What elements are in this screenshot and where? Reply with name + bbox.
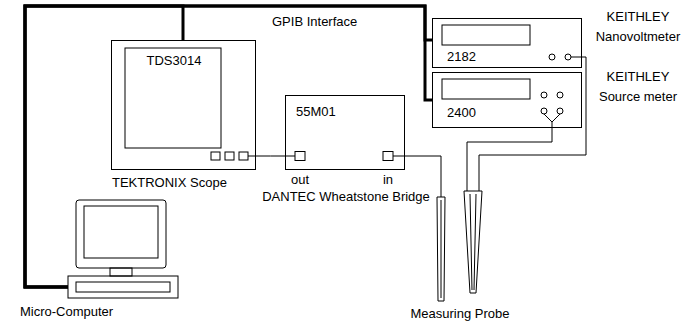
gpib-cable [25, 6, 183, 287]
meter-wire [544, 114, 560, 122]
model-number: 2400 [447, 105, 476, 121]
bridge-connector [383, 152, 393, 161]
model-number: TDS3014 [147, 53, 202, 69]
meter-terminal [565, 54, 571, 60]
text-slot: KEITHLEY Nanovoltmeter [591, 7, 685, 47]
text-slot: Micro-Computer [20, 304, 150, 320]
probe-cable [479, 57, 586, 185]
gpib-cable [25, 6, 432, 287]
probe-cable [467, 128, 552, 185]
probe-wire [470, 194, 472, 290]
measuring-probe: Measuring Probe [420, 185, 500, 303]
bridge-connector [295, 152, 305, 161]
text-slot: TDS3014 [126, 53, 222, 69]
device-name: KEITHLEY Nanovoltmeter [591, 7, 685, 47]
text-slot: TEKTRONIX Scope [112, 175, 272, 191]
meter-display [442, 79, 530, 99]
text-slot: in [373, 172, 403, 188]
probe-lead [467, 185, 468, 191]
wheatstone-bridge: 55M01DANTEC Wheatstone Bridge [285, 95, 405, 170]
source-meter: 2400KEITHLEY Source meter [432, 72, 582, 128]
signal-cable [256, 156, 285, 157]
text-slot: GPIB Interface [272, 14, 382, 30]
device-name: DANTEC Wheatstone Bridge [262, 189, 430, 205]
nanovoltmeter: 2182KEITHLEY Nanovoltmeter [432, 18, 582, 68]
model-number: 2182 [447, 49, 476, 65]
oscilloscope: TDS3014TEKTRONIX Scope [111, 40, 256, 170]
text-slot: 55M01 [296, 104, 366, 120]
text-slot: 2400 [447, 105, 507, 121]
scope-wire [248, 156, 256, 157]
probe-wire [441, 200, 442, 298]
scope-connector [211, 152, 220, 160]
scope-connector [225, 152, 234, 160]
micro-computer: Micro-Computer [68, 200, 178, 298]
port-label: in [383, 172, 393, 188]
text-slot: KEITHLEY Source meter [591, 67, 685, 107]
meter-wire [571, 57, 582, 58]
scope-screen [125, 48, 221, 148]
bus-label: GPIB Interface [272, 14, 357, 30]
probe-prong [464, 191, 482, 293]
probe-cable [405, 156, 441, 185]
probe-wire [474, 194, 476, 290]
gpib-cable [25, 6, 432, 287]
bridge-wire [393, 156, 405, 157]
computer-keys [76, 282, 170, 292]
scope-connector [239, 152, 248, 160]
text-slot: out [285, 172, 315, 188]
probe-prong [437, 197, 445, 301]
meter-terminal [557, 108, 563, 114]
meter-terminal [557, 92, 563, 98]
text-slot: Measuring Probe [400, 306, 520, 322]
meter-terminal [549, 54, 555, 60]
monitor-case [76, 200, 166, 268]
text-slot: 2182 [447, 49, 507, 65]
device-name: Micro-Computer [20, 304, 113, 320]
port-label: out [291, 172, 309, 188]
meter-terminal [541, 108, 547, 114]
computer-base [68, 276, 178, 298]
monitor-screen [84, 206, 158, 258]
device-name: Measuring Probe [411, 306, 510, 322]
meter-terminal [541, 92, 547, 98]
probe-lead [479, 185, 480, 191]
model-number: 55M01 [296, 104, 336, 120]
meter-display [442, 25, 530, 45]
text-slot: DANTEC Wheatstone Bridge [256, 189, 436, 205]
device-name: KEITHLEY Source meter [591, 67, 685, 107]
device-name: TEKTRONIX Scope [112, 175, 227, 191]
bridge-wire [285, 156, 295, 157]
monitor-stand [110, 268, 132, 276]
probe-lead [441, 185, 442, 197]
